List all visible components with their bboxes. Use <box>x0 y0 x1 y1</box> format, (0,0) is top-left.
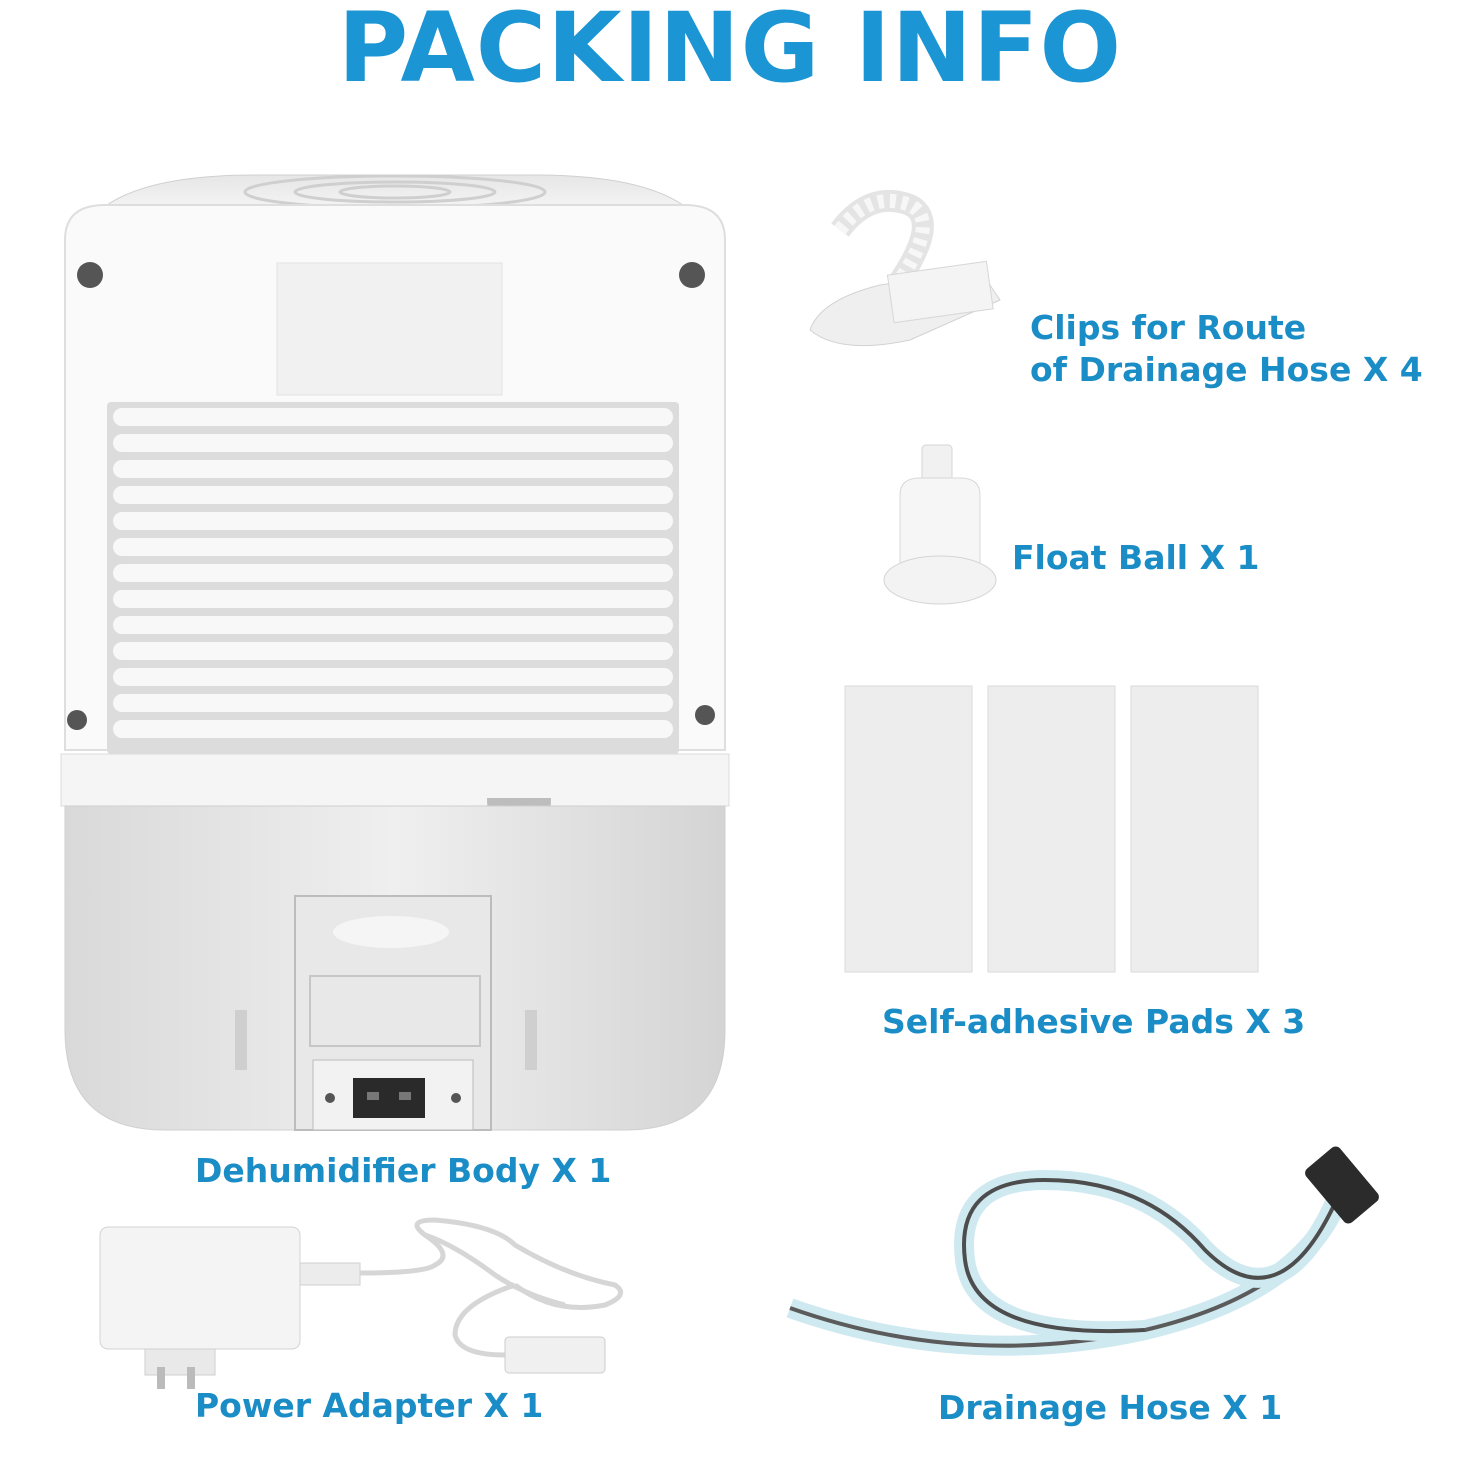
adhesive-pads-image <box>844 685 1259 973</box>
page-title: PACKING INFO <box>337 0 1123 104</box>
power-adapter-image <box>99 1217 624 1389</box>
drainage-hose-image <box>786 1146 1379 1356</box>
float-ball-label: Float Ball X 1 <box>1012 538 1260 577</box>
clips-label-line1: Clips for Route <box>1030 308 1307 347</box>
dehumidifier-body-label: Dehumidifier Body X 1 <box>195 1151 612 1190</box>
power-adapter-label: Power Adapter X 1 <box>195 1386 544 1425</box>
pads-label: Self-adhesive Pads X 3 <box>882 1002 1306 1041</box>
dehumidifier-body-image <box>60 174 730 1131</box>
hose-clip-image <box>809 190 1001 347</box>
drainage-hose-label: Drainage Hose X 1 <box>938 1388 1283 1427</box>
clips-label-line2: of Drainage Hose X 4 <box>1030 350 1423 389</box>
float-ball-image <box>883 444 997 605</box>
